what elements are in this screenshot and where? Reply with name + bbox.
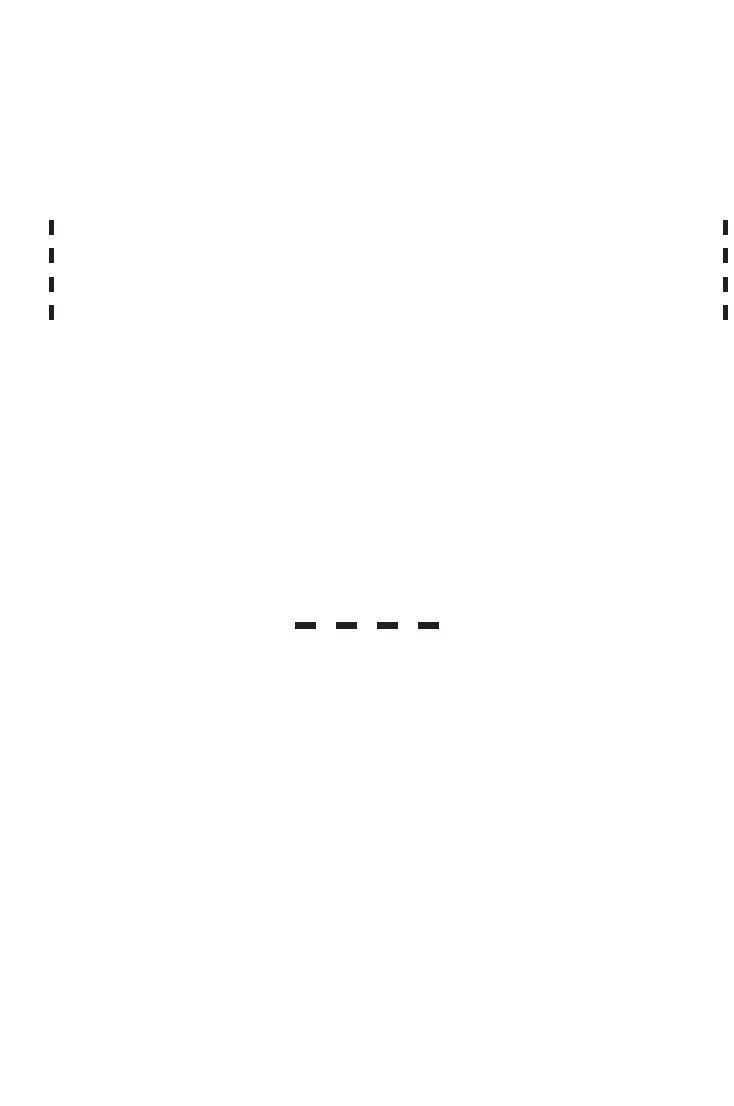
left-dash xyxy=(49,220,54,235)
center-dash xyxy=(336,622,357,629)
right-dash xyxy=(723,305,728,320)
left-dash xyxy=(49,248,54,263)
left-dash xyxy=(49,305,54,320)
center-dash xyxy=(295,622,316,629)
center-dash xyxy=(418,622,439,629)
center-dash xyxy=(377,622,398,629)
right-dash xyxy=(723,277,728,292)
right-dash xyxy=(723,220,728,235)
left-dash xyxy=(49,277,54,292)
right-dash xyxy=(723,248,728,263)
